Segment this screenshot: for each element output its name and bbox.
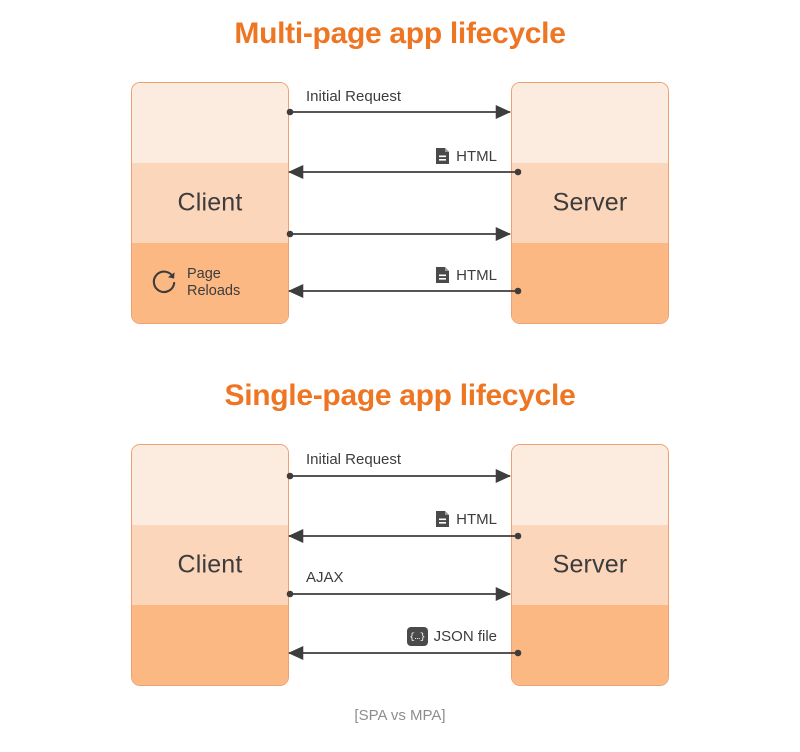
mpa-message-text-1: Initial Request (306, 88, 402, 105)
band-top (132, 83, 288, 164)
band-top (132, 445, 288, 526)
band-middle: Server (512, 163, 668, 244)
mpa-server-label: Server (552, 188, 628, 217)
band-middle: Client (132, 163, 288, 244)
file-icon (436, 511, 450, 527)
mpa-message-label-1: Initial Request (306, 88, 401, 105)
mpa-message-label-4: HTML (435, 266, 497, 284)
figure-caption: [SPA vs MPA] (354, 707, 446, 724)
spa-message-label-2: HTML (435, 510, 497, 528)
spa-diagram-title: Single-page app lifecycle (224, 379, 576, 412)
band-bottom (132, 605, 288, 685)
band-middle: Client (132, 525, 288, 606)
spa-message-text-2: HTML (456, 510, 497, 528)
band-bottom (512, 605, 668, 685)
file-icon (436, 267, 450, 283)
reload-icon (152, 270, 176, 294)
spa-arrows (286, 469, 522, 660)
mpa-message-text-2: HTML (456, 147, 497, 165)
band-top (512, 83, 668, 164)
mpa-client-label: Client (177, 188, 243, 217)
spa-message-text-4: JSON file (433, 628, 497, 645)
spa-message-text-1: Initial Request (306, 451, 402, 468)
spa-message-label-4: {…} JSON file (406, 627, 497, 646)
page-reloads-label: Page Reloads (187, 265, 241, 300)
mpa-diagram: Client Page Reloads Server (0, 82, 800, 324)
json-icon: {…} (406, 627, 428, 646)
mpa-arrows (286, 105, 522, 298)
mpa-message-text-4: HTML (456, 266, 497, 284)
spa-message-text-3: AJAX (306, 569, 344, 586)
spa-message-label-1: Initial Request (306, 451, 401, 468)
spa-server-node: Server (511, 444, 669, 686)
band-bottom (512, 243, 668, 323)
spa-message-label-3: AJAX (306, 569, 344, 586)
page-reloads-group: Page Reloads (150, 266, 240, 300)
mpa-diagram-title: Multi-page app lifecycle (234, 17, 566, 50)
band-bottom: Page Reloads (132, 243, 288, 323)
mpa-server-node: Server (511, 82, 669, 324)
spa-client-label: Client (177, 550, 243, 579)
band-top (512, 445, 668, 526)
spa-diagram: Client Server Initial Reque (0, 444, 800, 686)
spa-server-label: Server (552, 550, 628, 579)
spa-client-node: Client (131, 444, 289, 686)
band-middle: Server (512, 525, 668, 606)
mpa-message-label-2: HTML (435, 147, 497, 165)
file-icon (436, 148, 450, 164)
mpa-client-node: Client Page Reloads (131, 82, 289, 324)
